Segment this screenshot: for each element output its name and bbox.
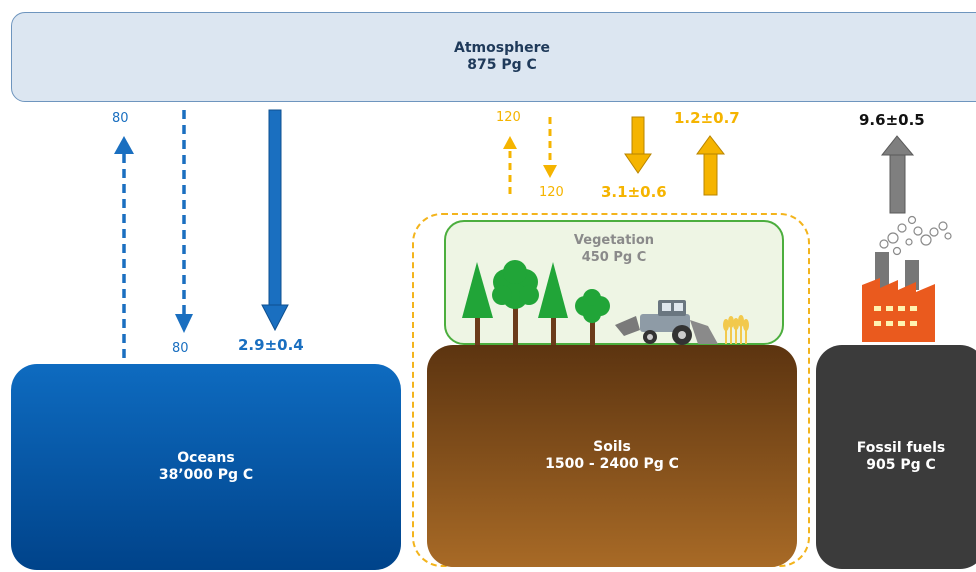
fossil-fuels-box: Fossil fuels 905 Pg C — [816, 345, 976, 569]
ocean-up-flux-label: 80 — [112, 111, 129, 126]
wheat-icon — [723, 315, 749, 344]
fossil-name: Fossil fuels — [856, 439, 946, 456]
vegetation-value: 450 Pg C — [581, 249, 647, 265]
tree-icon — [538, 262, 568, 345]
ocean-net-arrow — [261, 109, 289, 332]
land-use-flux-label: 1.2±0.7 — [674, 109, 740, 127]
atmosphere-name: Atmosphere — [454, 39, 550, 56]
tractor-icon — [615, 300, 718, 345]
soils-name: Soils — [593, 438, 631, 455]
ocean-down-flux-label: 80 — [172, 341, 189, 356]
oceans-name: Oceans — [177, 449, 235, 466]
land-sink-flux-label: 3.1±0.6 — [601, 183, 667, 201]
atmosphere-box: Atmosphere 875 Pg C — [11, 12, 976, 102]
vegetation-label: Vegetation 450 Pg C — [444, 233, 784, 267]
fossil-emission-flux-label: 9.6±0.5 — [859, 111, 925, 129]
oceans-box: Oceans 38’000 Pg C — [11, 364, 401, 570]
fossil-emission-arrow — [880, 135, 915, 214]
tree-icon — [575, 289, 610, 345]
atmosphere-value: 875 Pg C — [467, 57, 537, 73]
tree-icon — [492, 260, 539, 345]
factory-icon — [862, 252, 935, 342]
land-sink-arrow — [624, 116, 652, 174]
soils-value: 1500 - 2400 Pg C — [545, 456, 679, 472]
ocean-up-arrow — [114, 136, 134, 358]
ocean-net-flux-label: 2.9±0.4 — [238, 336, 304, 354]
soils-box: Soils 1500 - 2400 Pg C — [427, 345, 797, 567]
vegetation-name: Vegetation — [573, 233, 655, 248]
land-down-arrow — [543, 117, 557, 178]
land-up-flux-label: 120 — [496, 110, 521, 125]
tree-icon — [462, 262, 493, 345]
land-down-flux-label: 120 — [539, 185, 564, 200]
smoke-icon — [879, 215, 952, 256]
oceans-value: 38’000 Pg C — [158, 467, 254, 483]
land-up-arrow — [503, 136, 517, 194]
fossil-value: 905 Pg C — [866, 457, 936, 473]
land-use-arrow — [696, 135, 726, 196]
ocean-down-arrow — [175, 110, 193, 333]
